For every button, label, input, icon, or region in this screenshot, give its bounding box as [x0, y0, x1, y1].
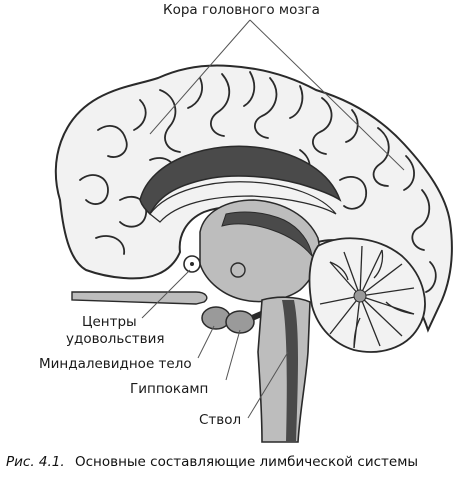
pleasure-centers-label-line1: Центры [82, 314, 137, 330]
amygdala-shape [201, 306, 231, 330]
callout-lines [141, 19, 405, 419]
amygdala-label: Миндалевидное тело [39, 356, 192, 372]
cerebral-cortex [54, 64, 453, 333]
caption-number: Рис. 4.1. [6, 454, 65, 470]
cortex-folds [79, 71, 437, 293]
cerebellum-folds [319, 245, 415, 349]
cortex-label: Кора головного мозга [163, 2, 320, 18]
hippocampus-label: Гиппокамп [130, 381, 209, 397]
pleasure-centers-label-line2: удовольствия [66, 331, 165, 347]
brainstem-shape [257, 296, 311, 443]
olfactory-tract [71, 291, 208, 305]
caption-text: Основные составляющие лимбической систем… [74, 454, 419, 470]
brain-illustration [54, 19, 453, 443]
hippocampus-shape [225, 310, 255, 334]
brainstem-label: Ствол [199, 412, 242, 428]
figure-caption: Рис. 4.1. Основные составляющие лимбичес… [6, 454, 472, 470]
corpus-callosum [139, 145, 342, 216]
